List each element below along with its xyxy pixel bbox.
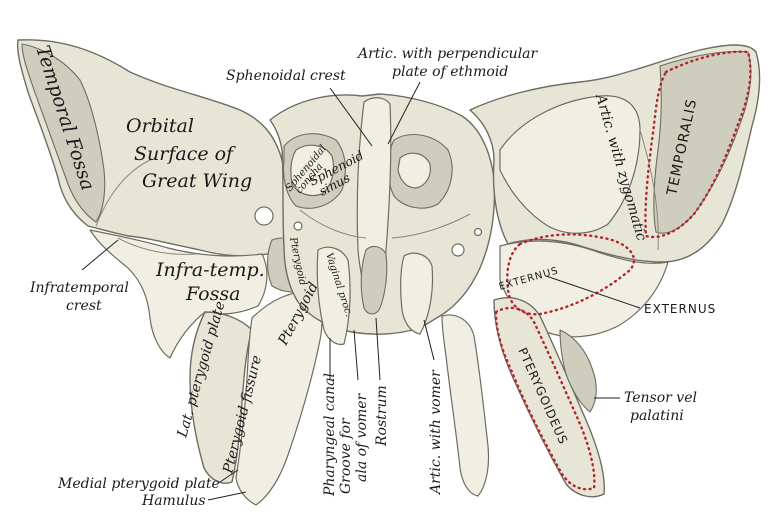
label-artic-ethmoid-line2: plate of ethmoid (392, 64, 508, 80)
left-foramen-rotundum (254, 206, 274, 226)
right-vaginal-process (400, 252, 434, 335)
leader-groove-vomer (353, 329, 359, 381)
label-externus-callout: EXTERNUS (644, 302, 716, 316)
body-ridge (299, 209, 367, 239)
label-hamulus: Hamulus (141, 493, 206, 509)
left-temporal-surface (21, 43, 106, 223)
leader-externus (545, 275, 641, 309)
leader-rostrum (375, 317, 381, 381)
leader-infratemporal-crest (81, 239, 119, 271)
label-orbital-surface-line2: Surface of (134, 143, 236, 165)
left-small-foramen (293, 221, 303, 231)
right-small-foramen (473, 227, 483, 237)
right-orbital-surface (499, 95, 641, 234)
left-sphenoidal-concha (290, 144, 335, 197)
label-infratemporal-crest-line2: crest (66, 298, 102, 314)
sphenoid-bone-illustration (16, 39, 761, 506)
label-orbital-surface-line3: Great Wing (142, 170, 252, 192)
leader-hamulus (207, 491, 247, 501)
left-wing-ridge (95, 159, 151, 227)
label-pharyngeal-canal: Pharyngeal canal (322, 373, 338, 497)
label-medial-pterygoid-plate: Medial pterygoid plate (57, 476, 220, 492)
label-infratemp-fossa-line1: Infra-temp. (155, 259, 265, 281)
label-tensor-line1: Tensor vel (624, 390, 697, 406)
label-infratemp-fossa-line2: Fossa (185, 283, 240, 305)
label-artic-vomer: Artic. with vomer (428, 369, 444, 496)
rostrum-shape (360, 245, 388, 315)
right-foramen-rotundum (451, 243, 465, 257)
right-medial-pterygoid-plate (441, 314, 490, 497)
label-artic-ethmoid-line1: Artic. with perpendicular (356, 46, 539, 62)
label-tensor-line2: palatini (630, 408, 684, 424)
right-spine-process (559, 329, 597, 413)
right-lateral-pterygoid-plate (493, 297, 606, 498)
leader-artic-ethmoid (387, 81, 421, 145)
label-sphenoidal-crest: Sphenoidal crest (226, 68, 346, 84)
externus-attachment-outline (506, 233, 636, 316)
label-infratemporal-crest-line1: Infratemporal (29, 280, 129, 296)
label-orbital-surface-line1: Orbital (126, 115, 194, 137)
label-groove-vomer-line1: Groove for (338, 417, 354, 494)
pterygoideus-attachment-outline (494, 306, 596, 491)
leader-medial-pterygoid-plate (219, 469, 239, 483)
left-crest-ridge (117, 237, 197, 255)
leader-artic-vomer (423, 319, 435, 361)
label-rostrum: Rostrum (374, 385, 390, 447)
leader-lines (81, 81, 641, 501)
vaginal-process (316, 246, 351, 345)
temporalis-attachment-outline (644, 50, 752, 239)
body-ridge-right (391, 213, 471, 239)
muscle-attachments (494, 50, 752, 491)
leader-sphenoidal-crest (329, 87, 373, 147)
label-groove-vomer-line2: ala of vomer (354, 392, 370, 482)
right-sinus-opening (397, 152, 431, 189)
